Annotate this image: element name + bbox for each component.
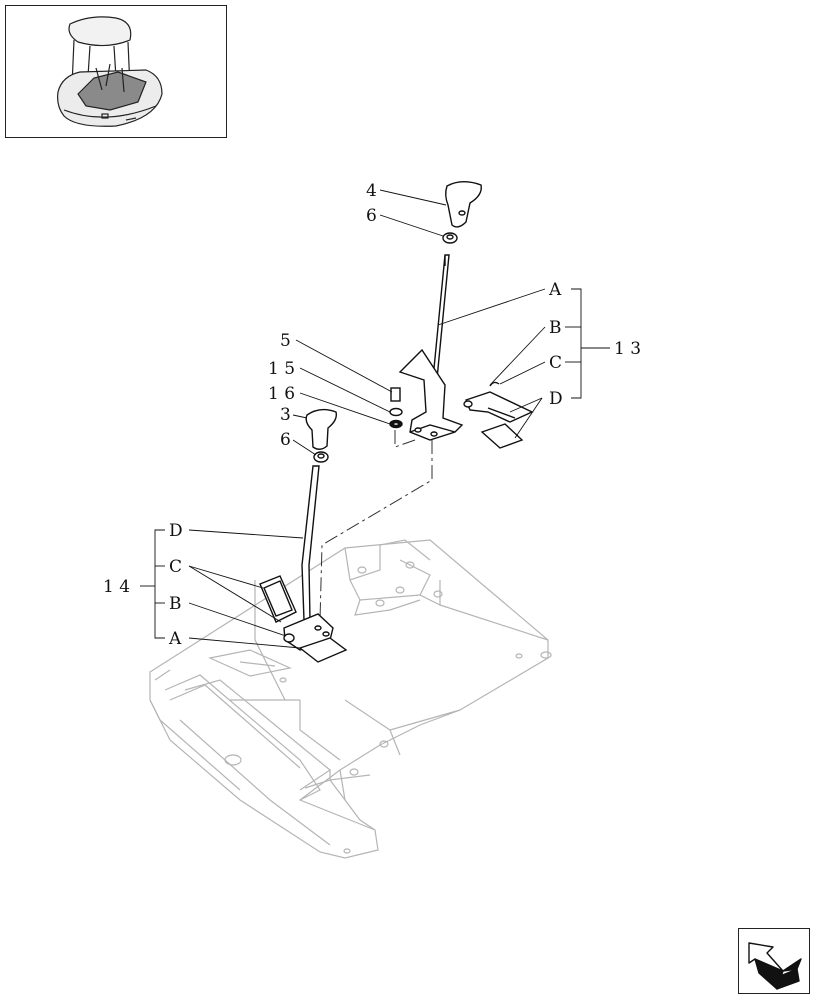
machine-overview-icon (57, 16, 163, 127)
callout-right-d: D (549, 389, 563, 409)
lever-bracket (398, 348, 464, 441)
lower-lever-assembly (259, 408, 348, 663)
machine-overview-thumbnail (5, 5, 227, 138)
knob-3 (305, 408, 338, 450)
callout-left-a: A (168, 629, 182, 649)
callout-16: 1 6 (268, 384, 295, 404)
alignment-lines (319, 430, 433, 621)
callout-3: 3 (280, 405, 291, 425)
callout-left-c: C (169, 557, 182, 577)
pedal-c (259, 575, 297, 623)
next-page-button[interactable] (738, 928, 810, 994)
callout-5: 5 (280, 331, 291, 351)
lever-rod-d (301, 465, 320, 621)
callout-right-b: B (549, 318, 562, 338)
plate-d (480, 423, 524, 449)
knob-4 (445, 181, 482, 228)
callout-labels: 4 6 5 1 5 1 6 3 6 1 3 1 4 A B C D D C B … (103, 181, 641, 649)
callout-left-b: B (169, 594, 182, 614)
callout-left-d: D (169, 521, 183, 541)
callout-6-top: 6 (366, 206, 377, 226)
upper-lever-assembly (389, 181, 534, 449)
next-page-arrow-icon (748, 942, 802, 990)
bolt-5 (390, 387, 401, 402)
washer-15 (389, 407, 403, 417)
callout-6-mid: 6 (280, 430, 291, 450)
callout-4: 4 (366, 181, 377, 201)
leader-lines (140, 189, 610, 649)
callout-right-c: C (549, 353, 562, 373)
callout-14: 1 4 (103, 577, 130, 597)
callout-13: 1 3 (614, 339, 641, 359)
cab-floor-ghost (149, 539, 552, 859)
pedal-b (465, 391, 534, 423)
callout-15: 1 5 (268, 359, 295, 379)
clip-c (489, 381, 500, 387)
callout-right-a: A (548, 280, 562, 300)
